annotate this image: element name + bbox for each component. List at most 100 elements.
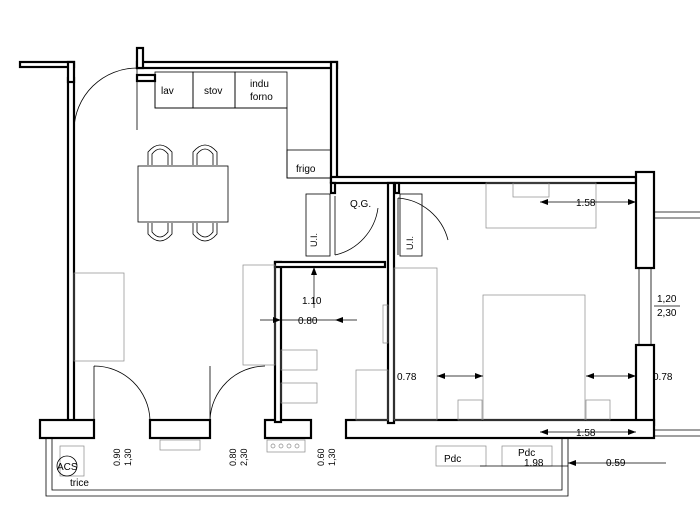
dim-arrow <box>273 317 281 323</box>
bath-shower <box>355 369 389 421</box>
walls <box>18 46 700 497</box>
label-trice: trice <box>70 478 89 489</box>
wall-right-lower-piece <box>634 343 656 427</box>
dim-arrow <box>335 317 343 323</box>
label-frigo: frigo <box>296 164 316 175</box>
dim-arrow <box>586 373 594 379</box>
label-forno: forno <box>250 92 273 103</box>
wall-bedroom-top <box>329 175 638 185</box>
bath-fixture-1 <box>280 349 318 371</box>
door-entrance <box>73 67 138 131</box>
wall-bottom-1 <box>38 418 96 440</box>
label-indu: indu <box>250 79 269 90</box>
counter-indu <box>234 71 288 109</box>
dim-balcony-right: 0.59 <box>606 458 626 469</box>
stove-small <box>266 439 306 453</box>
room-labels: lav stov indu forno frigo Q.G. U.I. U.I.… <box>56 79 535 489</box>
dining-set <box>137 144 229 242</box>
label-ui-right: U.I. <box>405 236 415 250</box>
bath-fixture-2 <box>280 382 318 404</box>
sofa-left <box>73 272 125 362</box>
wall-bath-top <box>273 260 387 269</box>
wall-qg-stub <box>329 181 337 195</box>
nightstand-right <box>585 399 611 421</box>
doors <box>73 67 449 421</box>
door-balcony-1 <box>93 365 151 421</box>
wall-top-kitchen <box>135 60 339 70</box>
dim-corridor-height: 1.10 <box>302 296 322 307</box>
label-stov: stov <box>204 86 222 97</box>
chair-3-inner <box>151 223 169 238</box>
dim-arrow <box>628 429 636 435</box>
bed <box>482 294 586 421</box>
dim-arrow <box>540 199 548 205</box>
dim-arrow <box>540 429 548 435</box>
wall-jamb-return <box>135 73 157 83</box>
dim-bed-side-right: 0.78 <box>653 372 673 383</box>
wall-bath-left <box>273 260 283 424</box>
dim-win1-b: 1,30 <box>123 448 133 466</box>
pdc-unit-1 <box>435 445 487 467</box>
wall-top-left-corner <box>66 60 76 84</box>
wall-door-jamb <box>135 46 145 70</box>
burner-1 <box>270 443 276 449</box>
desk-chair <box>512 182 550 198</box>
dim-win2-a: 0.80 <box>228 448 238 466</box>
dim-arrow <box>568 460 576 466</box>
chair-1 <box>147 144 173 165</box>
wall-left <box>66 76 76 424</box>
dim-arrow <box>628 199 636 205</box>
ui-box-left <box>305 193 331 257</box>
wall-bottom-3 <box>263 418 313 440</box>
balcony-outline <box>45 438 569 497</box>
chair-1-inner <box>151 148 169 165</box>
door-balcony-2 <box>209 365 266 421</box>
wall-qg-stub-right <box>393 181 401 195</box>
wall-bottom-2 <box>148 418 212 440</box>
label-qg: Q.G. <box>350 199 371 210</box>
burner-2 <box>278 443 284 449</box>
chair-2-inner <box>196 148 214 165</box>
dimension-lines <box>260 199 666 467</box>
dim-win1-a: 0.90 <box>112 448 122 466</box>
label-pdc-1: Pdc <box>444 454 461 465</box>
dim-win3-a: 0.60 <box>316 448 326 466</box>
chair-2 <box>192 144 218 165</box>
dim-bed-top: 1.58 <box>576 198 596 209</box>
door-qg <box>334 196 379 256</box>
wall-right-upper <box>329 60 339 184</box>
dim-arrow <box>437 373 445 379</box>
dim-arrow <box>628 373 636 379</box>
wall-right-upper-piece <box>634 170 656 270</box>
burner-4 <box>294 443 300 449</box>
nightstand-left <box>457 399 483 421</box>
dim-arrow <box>311 267 317 275</box>
label-ui-left: U.I. <box>309 233 319 247</box>
chair-3 <box>147 223 173 242</box>
wardrobe <box>393 267 438 421</box>
dim-window-right-top: 1,20 <box>657 294 677 305</box>
dim-bed-side-left: 0.78 <box>397 372 417 383</box>
counter-frigo <box>286 149 332 179</box>
kitchen-counter <box>154 71 332 179</box>
chair-4 <box>192 223 218 242</box>
label-pdc-2: Pdc <box>518 448 535 459</box>
bath-sink <box>382 304 389 344</box>
balcony-inner <box>51 438 563 491</box>
dim-balcony-width: 1.98 <box>524 458 544 469</box>
ui-box-right <box>399 193 423 257</box>
dim-window-right-bottom: 2,30 <box>657 308 677 319</box>
acs-circle <box>56 455 78 477</box>
cabinet-right <box>242 264 276 366</box>
dim-win3-b: 1,30 <box>327 448 337 466</box>
dining-table <box>137 165 229 223</box>
burner-3 <box>286 443 292 449</box>
dim-win2-b: 2,30 <box>239 448 249 466</box>
sill-1 <box>159 439 201 451</box>
door-bedroom <box>397 197 449 255</box>
dim-arrow <box>475 373 483 379</box>
label-lav: lav <box>161 86 174 97</box>
dim-corridor-width: 0.80 <box>298 316 318 327</box>
